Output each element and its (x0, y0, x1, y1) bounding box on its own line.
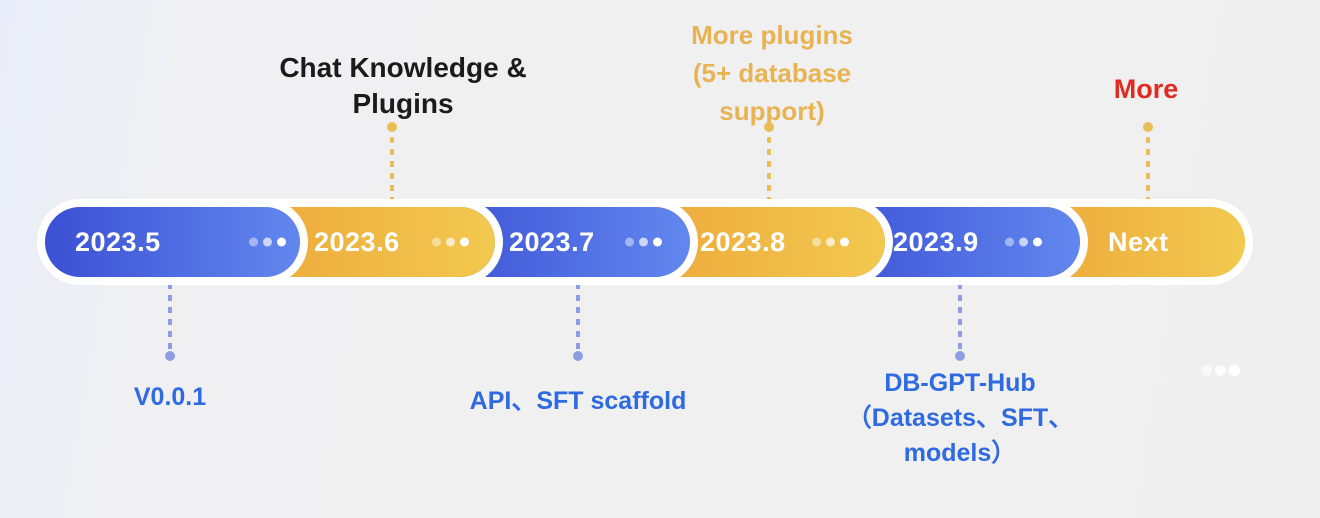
milestone-label-chat-knowledge-plugins: Chat Knowledge & Plugins (253, 50, 553, 122)
connector-dot (387, 122, 397, 132)
dashed-connector-2023-9 (958, 283, 962, 351)
dashed-connector-2023-5 (168, 283, 172, 351)
dashed-connector-2023-6 (390, 137, 394, 206)
milestone-label-api-sft: API、SFT scaffold (458, 384, 698, 419)
milestone-label-line: （Datasets、SFT、 (846, 404, 1074, 432)
connector-dot (573, 351, 583, 361)
milestone-label-line: More (1113, 74, 1179, 104)
dashed-connector-next (1146, 137, 1150, 201)
milestone-label-line: (5+ database (692, 58, 852, 88)
milestone-label-more: More (1096, 74, 1196, 104)
segment-label: 2023.6 (314, 226, 400, 257)
connector-dot (1143, 122, 1153, 132)
connector-dot (955, 351, 965, 361)
milestone-label-line: More plugins (691, 20, 853, 50)
segment-label: 2023.7 (509, 226, 595, 257)
ellipsis-dots-icon (812, 237, 849, 247)
ellipsis-dots-icon (249, 237, 286, 247)
connector-dot (165, 351, 175, 361)
background-ellipsis-icon (1201, 365, 1240, 376)
milestone-label-more-plugins: More plugins (5+ database support) (647, 16, 897, 130)
milestone-label-line: DB-GPT-Hub (884, 369, 1036, 397)
timeline-segment-2023-5: 2023.5 (45, 207, 300, 277)
milestone-label-line: models） (903, 439, 1017, 467)
connector-dot (764, 122, 774, 132)
milestone-label-line: V0.0.1 (133, 383, 207, 411)
segment-label: 2023.9 (893, 226, 979, 257)
segment-label: 2023.8 (700, 226, 786, 257)
milestone-label-v001: V0.0.1 (110, 380, 230, 415)
dashed-connector-2023-8 (767, 137, 771, 206)
milestone-label-line: Chat Knowledge & (279, 52, 527, 83)
milestone-label-line: support) (719, 96, 825, 126)
ellipsis-dots-icon (625, 237, 662, 247)
milestone-label-dbgpt-hub: DB-GPT-Hub （Datasets、SFT、 models） (820, 366, 1100, 471)
milestone-label-line: Plugins (352, 88, 454, 119)
ellipsis-dots-icon (1005, 237, 1042, 247)
segment-label: Next (1108, 226, 1169, 257)
milestone-label-line: API、SFT scaffold (469, 387, 687, 415)
segment-label: 2023.5 (75, 226, 161, 257)
ellipsis-dots-icon (432, 237, 469, 247)
dashed-connector-2023-7 (576, 283, 580, 351)
